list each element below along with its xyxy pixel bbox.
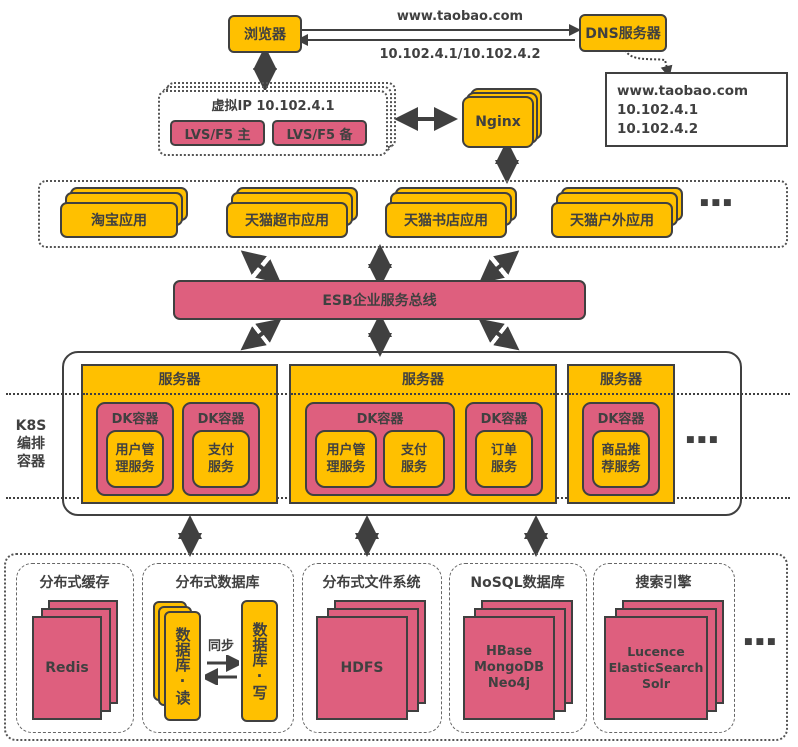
server-3-label: 服务器 [600,372,642,388]
dns-record-domain: www.taobao.com [617,83,749,99]
server-1-label: 服务器 [158,372,201,388]
k8s-label-line-2: 编排 [17,436,45,452]
app-tmall-outdoor: 天猫户外应用 [551,202,673,238]
dns-record-box: www.taobao.com 10.102.4.1 10.102.4.2 [605,72,788,147]
container-label: DK容器 [197,411,245,427]
esb-k8s-arrow-right [478,318,520,351]
nosql-node: HBase MongoDB Neo4j [463,616,555,720]
db-sync-label: 同步 [207,638,234,654]
k8s-label: K8S 编排 容器 [14,413,48,475]
redis-node: Redis [32,616,102,720]
response-label: 10.102.4.1/10.102.4.2 [379,46,541,62]
db-read-node: 数据库·读 [164,611,201,721]
search-item-solr: Solr [641,676,671,691]
dns-server-node: DNS服务器 [579,14,667,52]
dns-record-ip-1: 10.102.4.1 [617,102,699,118]
lb-group: 虚拟IP 10.102.4.1 LVS/F5 主 LVS/F5 备 [158,90,388,156]
service-recommend: 商品推荐服务 [592,430,650,488]
storage-more-ellipsis: ■■■ [744,637,779,647]
dns-record-connector [624,49,673,78]
app-tmall-bookstore: 天猫书店应用 [385,202,507,238]
server-2-container-1: DK容器 用户管理服务 支付服务 [305,402,455,496]
app-tmall-supermarket: 天猫超市应用 [226,202,348,238]
app-taobao: 淘宝应用 [60,202,178,238]
esb-bus: ESB企业服务总线 [173,280,586,320]
server-2: 服务器 DK容器 用户管理服务 支付服务 DK容器 订单服务 [289,364,557,504]
server-3: 服务器 DK容器 商品推荐服务 [567,364,675,504]
service-payment-2: 支付服务 [383,430,445,488]
hdfs-node: HDFS [316,616,408,720]
server-1-container-2: DK容器 支付服务 [182,402,260,496]
service-order: 订单服务 [475,430,533,488]
lvs-master-node: LVS/F5 主 [170,120,265,146]
container-label: DK容器 [111,411,159,427]
storage-group-title: 分布式文件系统 [322,575,421,591]
virtual-ip-label: 虚拟IP 10.102.4.1 [211,98,335,114]
server-1-container-1: DK容器 用户管理服务 [96,402,174,496]
k8s-label-line-1: K8S [15,418,47,434]
storage-group-title: NoSQL数据库 [470,575,565,591]
apps-layer [38,180,788,248]
server-1: 服务器 DK容器 用户管理服务 DK容器 支付服务 [81,364,278,504]
server-3-container-1: DK容器 商品推荐服务 [582,402,660,496]
apps-esb-arrow-right [478,250,520,284]
storage-group-title: 分布式数据库 [175,575,260,591]
service-payment: 支付服务 [192,430,250,488]
db-write-node: 数据库·写 [241,600,278,722]
k8s-label-line-3: 容器 [17,454,45,470]
container-label: DK容器 [597,411,645,427]
service-user-mgmt-2: 用户管理服务 [315,430,377,488]
lvs-backup-node: LVS/F5 备 [272,120,367,146]
search-item-elasticsearch: ElasticSearch [608,660,704,675]
browser-node: 浏览器 [228,15,302,53]
search-item-lucence: Lucence [627,644,685,659]
apps-more-ellipsis: ■■■ [700,198,735,208]
server-3-divider [569,393,673,395]
k8s-cluster [62,351,742,516]
nosql-item-neo4j: Neo4j [487,676,531,691]
request-label: www.taobao.com [396,8,524,24]
k8s-more-ellipsis: ■■■ [686,435,721,445]
nosql-item-mongodb: MongoDB [473,660,545,675]
apps-esb-arrow-left [240,250,282,284]
search-node: Lucence ElasticSearch Solr [604,616,708,720]
dns-record-ip-2: 10.102.4.2 [617,121,699,137]
nginx-node: Nginx [462,96,534,148]
service-user-mgmt: 用户管理服务 [106,430,164,488]
db-sync-arrows [205,655,239,685]
nosql-item-hbase: HBase [485,644,533,659]
container-label: DK容器 [356,411,404,427]
server-2-container-2: DK容器 订单服务 [465,402,543,496]
storage-group-title: 搜索引擎 [635,575,692,591]
server-1-divider [83,393,276,395]
esb-k8s-arrow-left [240,318,282,351]
server-2-label: 服务器 [402,372,444,388]
storage-group-title: 分布式缓存 [39,575,110,591]
container-label: DK容器 [480,411,528,427]
server-2-divider [291,393,555,395]
storage-layer [4,553,788,741]
